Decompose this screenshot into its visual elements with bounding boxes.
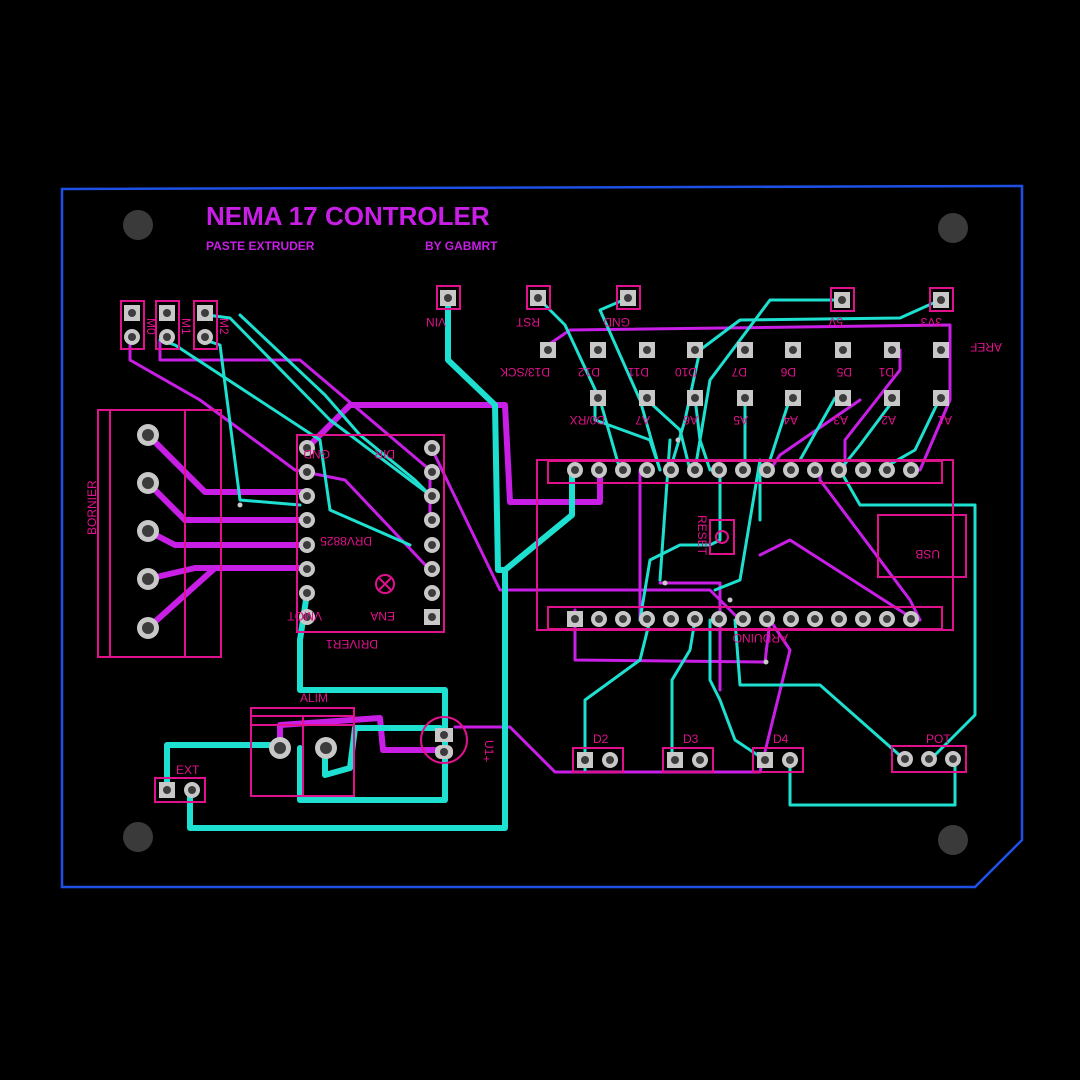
pin-aref: AREF bbox=[970, 340, 1002, 354]
pin-a2: A2 bbox=[881, 413, 896, 427]
alim-label: ALIM bbox=[300, 691, 328, 705]
d2-label: D2 bbox=[593, 732, 609, 746]
u1-pads bbox=[435, 728, 453, 759]
pin-d7: D7 bbox=[731, 365, 747, 379]
driver-model-label: DRV8825 bbox=[320, 534, 372, 548]
driver-pin-dir: DIR bbox=[374, 447, 395, 461]
board-outline bbox=[60, 184, 1024, 889]
pin-a3: A3 bbox=[833, 413, 848, 427]
pin-a6: A6 bbox=[683, 413, 698, 427]
pin-d6: D6 bbox=[780, 365, 796, 379]
pin-d12: D12 bbox=[578, 365, 600, 379]
pin-5v: 5V bbox=[828, 315, 843, 329]
pin-d11: D11 bbox=[628, 365, 649, 379]
arduino-top-pads bbox=[567, 462, 919, 478]
driver-pin-vmot: VMOT bbox=[287, 609, 322, 623]
pot-label: POT bbox=[926, 732, 951, 746]
pin-d13: D13/SCK bbox=[500, 365, 550, 379]
pin-d0: D0/RX bbox=[570, 413, 605, 427]
board-subtitle: PASTE EXTRUDER bbox=[206, 239, 315, 253]
reset-label: RESET bbox=[695, 515, 709, 556]
ext-label: EXT bbox=[176, 763, 200, 777]
pin-rst: RST bbox=[515, 315, 540, 329]
board-author: BY GABMRT bbox=[425, 239, 498, 253]
pin-a1: A1 bbox=[937, 413, 952, 427]
pin-vin: VIN bbox=[426, 315, 446, 329]
driver-ref-label: DRIVER1 bbox=[326, 637, 378, 651]
m1-label: M1 bbox=[179, 318, 193, 335]
board-title: NEMA 17 CONTROLER bbox=[206, 201, 490, 231]
d3-label: D3 bbox=[683, 732, 699, 746]
m0-label: M0 bbox=[144, 318, 158, 335]
usb-label: USB bbox=[915, 547, 940, 561]
pin-d5: D5 bbox=[836, 365, 852, 379]
u1-plus-label: + bbox=[483, 752, 490, 766]
d4-label: D4 bbox=[773, 732, 789, 746]
pin-d10: D10 bbox=[675, 365, 697, 379]
pin-3v3: 3V3 bbox=[920, 315, 942, 329]
pin-a7: A7 bbox=[635, 413, 650, 427]
pin-gnd: GND bbox=[603, 315, 630, 329]
m2-label: M2 bbox=[217, 318, 231, 335]
mounting-holes bbox=[123, 210, 968, 855]
bornier-label: BORNIER bbox=[85, 480, 99, 535]
arduino-bottom-pads bbox=[567, 611, 919, 627]
silkscreen-outlines bbox=[97, 285, 967, 803]
driver-pin-gnd: GND bbox=[303, 447, 330, 461]
pin-d1: D1 bbox=[878, 365, 894, 379]
driver-pin-ena: ENA bbox=[370, 609, 395, 623]
pin-a4: A4 bbox=[783, 413, 798, 427]
u1-label: U1 bbox=[482, 740, 496, 756]
pin-a5: A5 bbox=[733, 413, 748, 427]
vias bbox=[237, 437, 769, 665]
arduino-label: ARDUINO bbox=[733, 631, 788, 645]
